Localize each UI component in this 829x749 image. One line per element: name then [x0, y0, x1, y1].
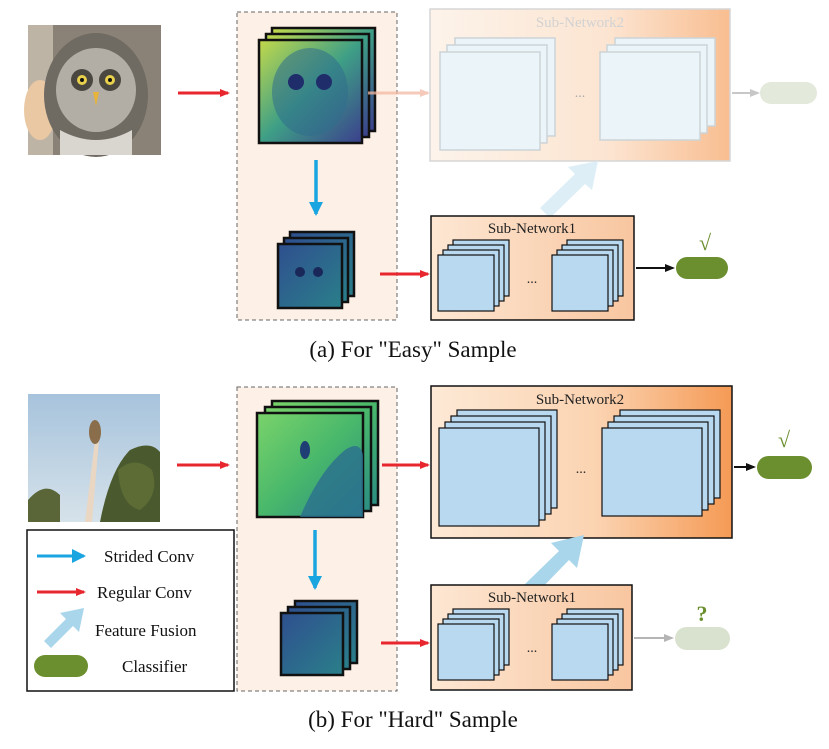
check-mark-b: √	[778, 427, 791, 452]
ellipsis-subnet1-b: ...	[527, 641, 538, 656]
legend-classifier-label: Classifier	[122, 657, 187, 676]
legend-feature-fusion-label: Feature Fusion	[95, 621, 197, 640]
subnet1-label-b: Sub-Network1	[488, 590, 576, 606]
ellipsis-subnet1-a: ...	[527, 272, 538, 287]
legend-feature-fusion-icon	[44, 608, 84, 648]
check-mark-a: √	[699, 230, 712, 255]
feature-map-stack-large	[257, 26, 377, 145]
feature-fusion-arrow-inactive	[540, 161, 598, 218]
ellipsis-subnet2-a: ...	[575, 86, 586, 101]
feature-fusion-arrow-active	[523, 535, 584, 596]
classifier-active-b	[757, 456, 812, 479]
caption-a: (a) For "Easy" Sample	[309, 337, 516, 362]
classifier-inactive-b	[675, 627, 730, 650]
legend-regular-conv-label: Regular Conv	[97, 583, 192, 602]
question-mark-b: ?	[697, 601, 708, 626]
legend-strided-conv-label: Strided Conv	[104, 547, 195, 566]
panel-a: Sub-Network2 ... Sub-Network1 ... √	[24, 8, 817, 362]
legend-classifier-icon	[34, 655, 88, 677]
subnet2-label-b: Sub-Network2	[536, 392, 624, 408]
feature-map-stack-large-b	[255, 399, 380, 519]
subnet2-inactive	[368, 8, 817, 162]
classifier-active-a	[676, 257, 728, 279]
subnet1-b	[430, 584, 730, 691]
panel-b: Sub-Network2 ... √ Sub-Network1 ...	[26, 385, 812, 732]
subnet2-label-a: Sub-Network2	[536, 15, 624, 31]
feature-map-stack-small	[276, 230, 356, 310]
subnet1-active	[430, 215, 728, 321]
legend: Strided Conv Regular Conv Feature Fusion…	[26, 529, 235, 692]
input-image-owl	[24, 25, 161, 157]
subnet1-label-a: Sub-Network1	[488, 221, 576, 237]
feature-map-stack-small-b	[279, 599, 359, 677]
caption-b: (b) For "Hard" Sample	[308, 707, 518, 732]
subnet2-active-b	[430, 385, 812, 539]
input-image-bird-tree	[28, 394, 160, 522]
ellipsis-subnet2-b: ...	[576, 462, 587, 477]
